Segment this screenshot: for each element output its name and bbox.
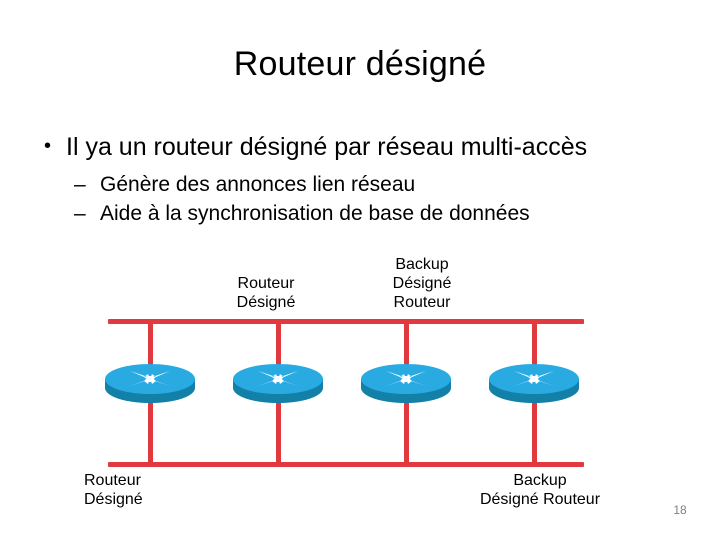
label-backup-designated-router-bottom: Backup Désigné Routeur bbox=[479, 472, 601, 508]
drop-line-bottom-1 bbox=[148, 396, 153, 467]
bus-line-bottom bbox=[108, 462, 584, 467]
drop-line-top-2 bbox=[276, 319, 281, 374]
bullet-list: Il ya un routeur désigné par réseau mult… bbox=[30, 130, 690, 228]
drop-line-top-3 bbox=[404, 319, 409, 374]
bullet-level1: Il ya un routeur désigné par réseau mult… bbox=[30, 130, 690, 163]
bullet-sublist: Génère des annonces lien réseau Aide à l… bbox=[30, 170, 690, 228]
label-designated-router-bottom: Routeur Désigné bbox=[84, 472, 143, 508]
label-designated-router-top: Routeur Désigné bbox=[236, 275, 296, 311]
drop-line-bottom-2 bbox=[276, 396, 281, 467]
drop-line-bottom-3 bbox=[404, 396, 409, 467]
bullet-level2-1: Génère des annonces lien réseau bbox=[30, 170, 690, 199]
router-icon-2 bbox=[232, 357, 324, 403]
bullet-level2-2: Aide à la synchronisation de base de don… bbox=[30, 199, 690, 228]
drop-line-top-4 bbox=[532, 319, 537, 374]
page-title: Routeur désigné bbox=[233, 45, 487, 83]
router-icon-3 bbox=[360, 357, 452, 403]
drop-line-bottom-4 bbox=[532, 396, 537, 467]
slide-number: 18 bbox=[673, 503, 687, 517]
router-icon-4 bbox=[488, 357, 580, 403]
router-icon-1 bbox=[104, 357, 196, 403]
drop-line-top-1 bbox=[148, 319, 153, 374]
bus-line-top bbox=[108, 319, 584, 324]
label-backup-designated-router-top: Backup Désigné Routeur bbox=[392, 256, 452, 311]
